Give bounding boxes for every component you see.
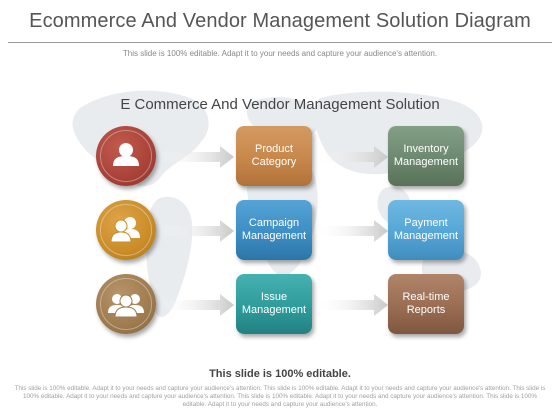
campaign-management-label: Campaign Management	[241, 217, 307, 242]
row-3-circle	[96, 274, 156, 334]
single-user-icon	[113, 143, 139, 166]
payment-management-box: Payment Management	[388, 200, 464, 260]
page-title: Ecommerce And Vendor Management Solution…	[29, 10, 531, 32]
two-users-icon	[110, 217, 140, 243]
row-2-circle	[96, 200, 156, 260]
footer-headline: This slide is 100% editable.	[209, 368, 351, 380]
campaign-management-box: Campaign Management	[236, 200, 312, 260]
row-2-arrow-2	[314, 220, 388, 242]
row-3-arrow-1	[158, 294, 234, 316]
payment-management-label: Payment Management	[393, 217, 459, 242]
product-category-box: Product Category	[236, 126, 312, 186]
footer-body-text: This slide is 100% editable. Adapt it to…	[14, 385, 546, 408]
title-divider	[8, 42, 552, 43]
inventory-management-box: Inventory Management	[388, 126, 464, 186]
row-2-arrow-1	[158, 220, 234, 242]
row-1-arrow-1	[158, 146, 234, 168]
inventory-management-label: Inventory Management	[393, 143, 459, 168]
row-1-circle	[96, 126, 156, 186]
diagram-title: E Commerce And Vendor Management Solutio…	[120, 96, 440, 113]
issue-management-box: Issue Management	[236, 274, 312, 334]
product-category-label: Product Category	[251, 143, 297, 168]
row-3-arrow-2	[314, 294, 388, 316]
real-time-reports-box: Real-time Reports	[388, 274, 464, 334]
real-time-reports-label: Real-time Reports	[402, 291, 450, 316]
row-1-arrow-2	[314, 146, 388, 168]
page-subtitle: This slide is 100% editable. Adapt it to…	[122, 49, 438, 58]
row-2-circle-ring	[100, 204, 152, 256]
row-3-circle-ring	[100, 278, 152, 330]
row-1-circle-ring	[100, 130, 152, 182]
issue-management-label: Issue Management	[241, 291, 307, 316]
group-users-icon	[108, 294, 144, 318]
